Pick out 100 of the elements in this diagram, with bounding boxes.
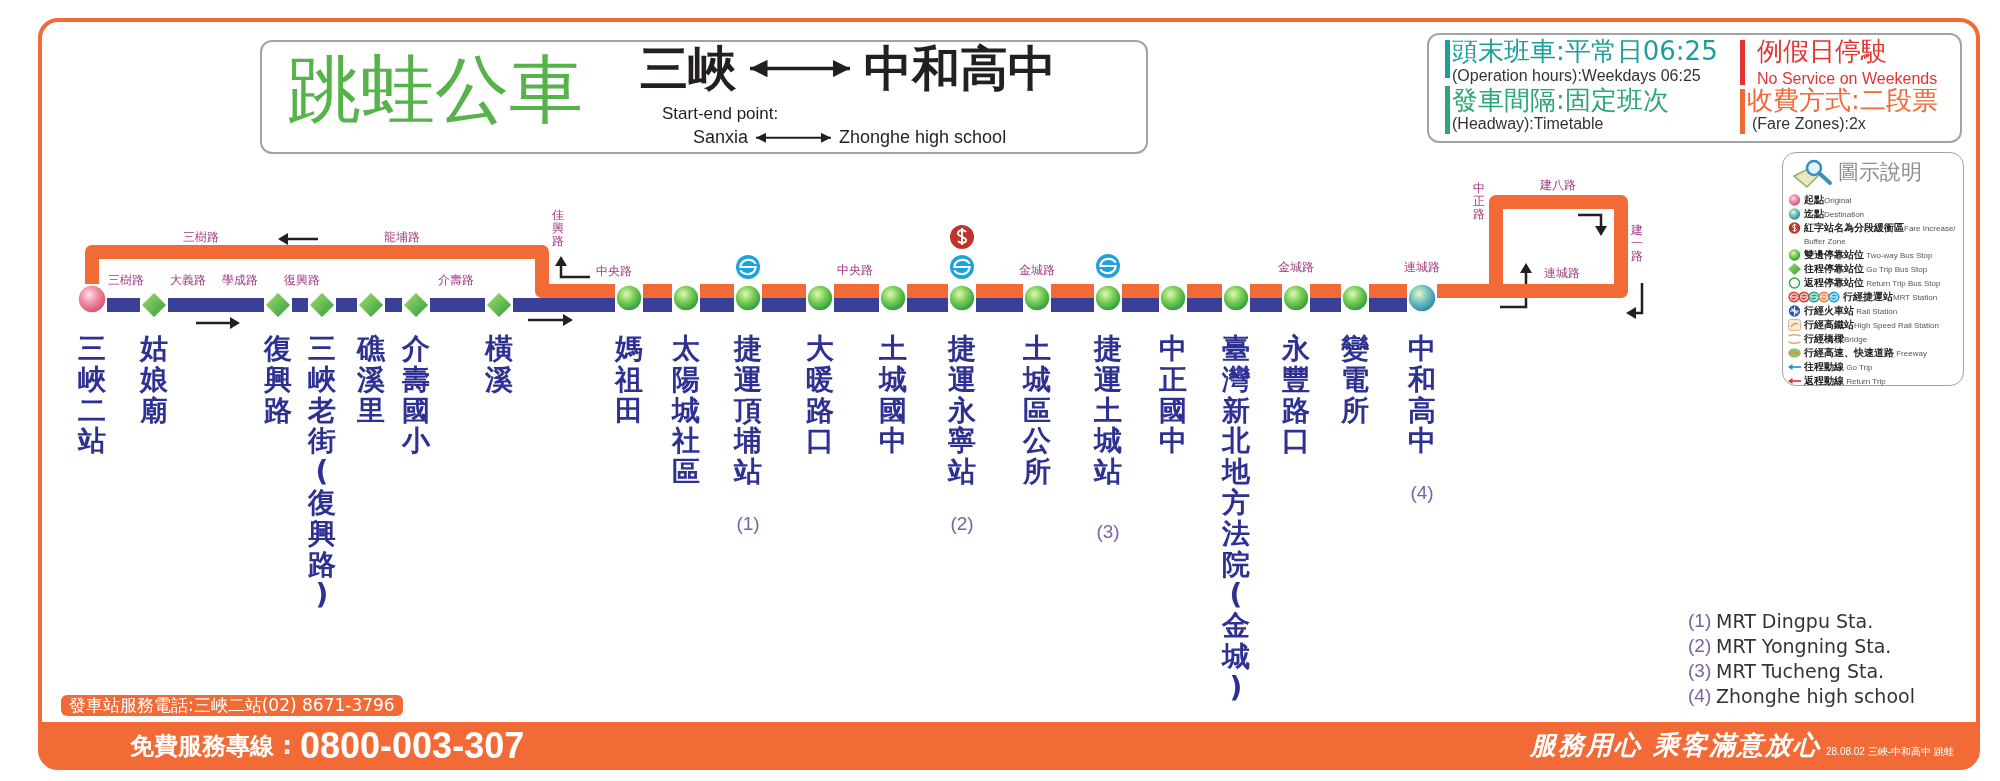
legend-text: 行經火車站 Rail Station (1804, 304, 1898, 318)
bus-stop (485, 291, 513, 396)
stop-name: 臺灣新北地方法院(金城) (1222, 334, 1250, 704)
stop-name: 捷運土城站 (1094, 334, 1122, 488)
stop-name: 中和高中 (1408, 334, 1436, 458)
footnote-number: (4) (1688, 685, 1712, 708)
legend-text: 雙邊停靠站位 Two-way Bus Stop (1804, 248, 1933, 262)
phone-note: 發車站服務電話:三峽二站(02) 8671-3796 (61, 695, 403, 716)
route-line (1250, 284, 1282, 298)
info-note: (Operation hours):Weekdays 06:25 (1452, 66, 1701, 86)
street-name: 連城路 (1544, 267, 1580, 281)
legend-text: 行經高速、快速道路 Freeway (1804, 346, 1927, 360)
stop-name: 復興路 (264, 334, 292, 427)
route-line (1437, 195, 1628, 298)
stop-name: 太陽城社區 (672, 334, 700, 488)
legend-text: 行經橋樑Bridge (1804, 332, 1868, 346)
footnote-number: (3) (1688, 660, 1712, 683)
street-name: 介壽路 (438, 274, 474, 288)
street-name: 學成路 (222, 274, 258, 288)
route-line (1122, 284, 1159, 298)
route-line (700, 284, 734, 298)
route-line (1369, 284, 1407, 298)
route-line (700, 298, 734, 312)
route-line (107, 298, 140, 312)
route-line (430, 298, 485, 312)
route-line (762, 298, 806, 312)
route-line (643, 284, 672, 298)
footnote-number: (2) (1688, 635, 1712, 658)
note-mark: (1) (736, 513, 760, 536)
place-name: Zhonghe high school (831, 127, 1015, 149)
double-arrow (750, 59, 850, 78)
stop-name: 永豐路口 (1282, 334, 1310, 458)
legend-text: 返程動線 Return Trip (1804, 374, 1886, 388)
info-heading: 例假日停駛 (1757, 37, 1887, 66)
street-name: 復興路 (284, 274, 320, 288)
footnote-text: MRT Dingpu Sta. (1716, 610, 1874, 633)
route-line (336, 298, 357, 312)
footnote-text: Zhonghe high school (1716, 685, 1915, 708)
stop-name: 捷運頂埔站 (734, 334, 762, 488)
bus-stop (734, 284, 762, 488)
stop-name: 中正國中 (1159, 334, 1187, 458)
slogan: 服務用心 乘客滿意放心 (1529, 730, 1821, 762)
route-line (976, 284, 1023, 298)
route-line (907, 298, 948, 312)
place-name: 中和高中 (850, 41, 1070, 97)
route-line (1051, 284, 1094, 298)
note-mark: (4) (1410, 482, 1434, 505)
bus-stop (1094, 284, 1122, 488)
route-line (513, 298, 615, 312)
legend-text: 起點Original (1804, 193, 1852, 207)
street-name: 大義路 (170, 274, 206, 288)
route-line (834, 298, 879, 312)
route-line (1369, 298, 1407, 312)
legend-text: 返程停靠站位 Return Trip Bus Stop (1804, 276, 1941, 290)
stop-name: 介壽國小 (402, 334, 430, 458)
route-line (976, 298, 1023, 312)
street-name: 佳興路 (552, 209, 564, 249)
route-line (1310, 298, 1341, 312)
route-line (1250, 298, 1282, 312)
stop-name: 姑娘廟 (140, 334, 168, 427)
info-heading: 頭末班車:平常日06:25 (1452, 37, 1718, 66)
street-name: 中央路 (837, 264, 873, 278)
legend-text: 紅字站名為分段緩衝區Fare Increase/ Buffer Zone (1804, 221, 1957, 248)
subtitle: Start-end point: (662, 104, 779, 125)
route-line (907, 284, 948, 298)
route-line (1122, 298, 1159, 312)
route-line (1310, 284, 1341, 298)
footnote-text: MRT Yongning Sta. (1716, 635, 1892, 658)
legend-title: 圖示說明 (1838, 160, 1922, 186)
double-arrow (755, 132, 832, 143)
place-name: 三峽 (626, 41, 750, 97)
stop-name: 大暖路口 (806, 334, 834, 458)
bus-stop (140, 291, 168, 427)
street-name: 建一路 (1631, 224, 1643, 264)
info-note: (Headway):Timetable (1452, 114, 1604, 134)
info-note: (Fare Zones):2x (1752, 114, 1866, 134)
street-name: 三樹路 (108, 274, 144, 288)
route-line (1187, 284, 1222, 298)
bus-stop (948, 284, 976, 488)
footnote-number: (1) (1688, 610, 1712, 633)
stop-name: 三峽老街(復興路) (308, 334, 336, 612)
street-name: 中正路 (1473, 182, 1485, 222)
stop-name: 三峽二站 (78, 334, 106, 458)
stop-name: 土城區公所 (1023, 334, 1051, 488)
street-name: 連城路 (1404, 261, 1440, 275)
hotline-label: 免費服務專線 : (130, 731, 292, 761)
route-line (762, 284, 806, 298)
route-line (1187, 298, 1222, 312)
route-line (834, 284, 879, 298)
street-name: 龍埔路 (384, 231, 420, 245)
bus-stop (264, 291, 292, 427)
route-line (85, 245, 615, 298)
street-name: 中央路 (596, 265, 632, 279)
bus-stop (615, 284, 643, 427)
street-name: 建八路 (1540, 179, 1576, 193)
stop-name: 變電所 (1341, 334, 1369, 427)
footnote-text: MRT Tucheng Sta. (1716, 660, 1885, 683)
bus-stop (1341, 284, 1369, 427)
info-heading: 發車間隔:固定班次 (1452, 86, 1669, 115)
title: 跳蛙公車 (287, 52, 583, 126)
